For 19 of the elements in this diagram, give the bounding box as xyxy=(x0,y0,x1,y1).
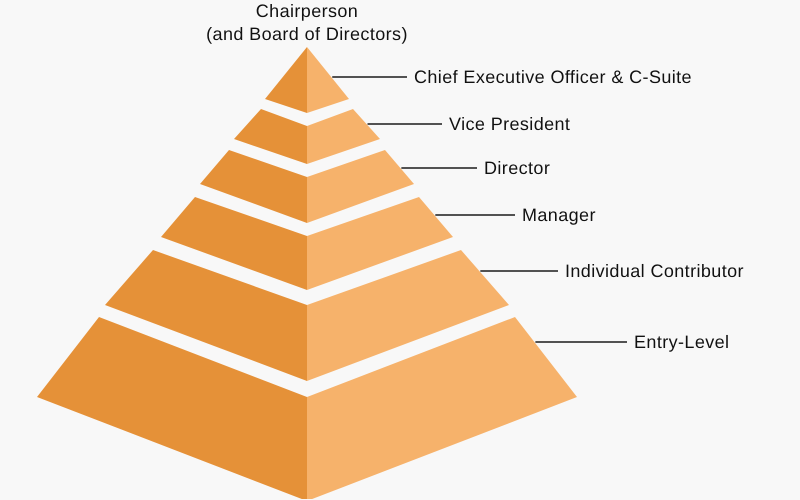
pyramid-tier xyxy=(161,197,453,290)
tier-label: Vice President xyxy=(449,113,570,135)
leader-line xyxy=(480,270,558,272)
leader-line xyxy=(401,167,477,169)
tier-label: Manager xyxy=(522,204,596,226)
apex-label: Chairperson (and Board of Directors) xyxy=(206,0,408,46)
leader-line xyxy=(332,76,407,78)
pyramid-tier xyxy=(200,150,414,223)
tier-label: Director xyxy=(484,157,550,179)
leader-line xyxy=(368,123,442,125)
pyramid-tier xyxy=(105,250,509,381)
leader-line xyxy=(435,214,515,216)
pyramid-tier xyxy=(234,109,380,164)
pyramid-tier xyxy=(265,47,349,113)
leader-line xyxy=(535,341,627,343)
tier-label: Entry-Level xyxy=(634,331,730,353)
pyramid-tier xyxy=(37,317,577,499)
tier-label: Individual Contributor xyxy=(565,260,744,282)
tier-label: Chief Executive Officer & C-Suite xyxy=(414,66,692,88)
